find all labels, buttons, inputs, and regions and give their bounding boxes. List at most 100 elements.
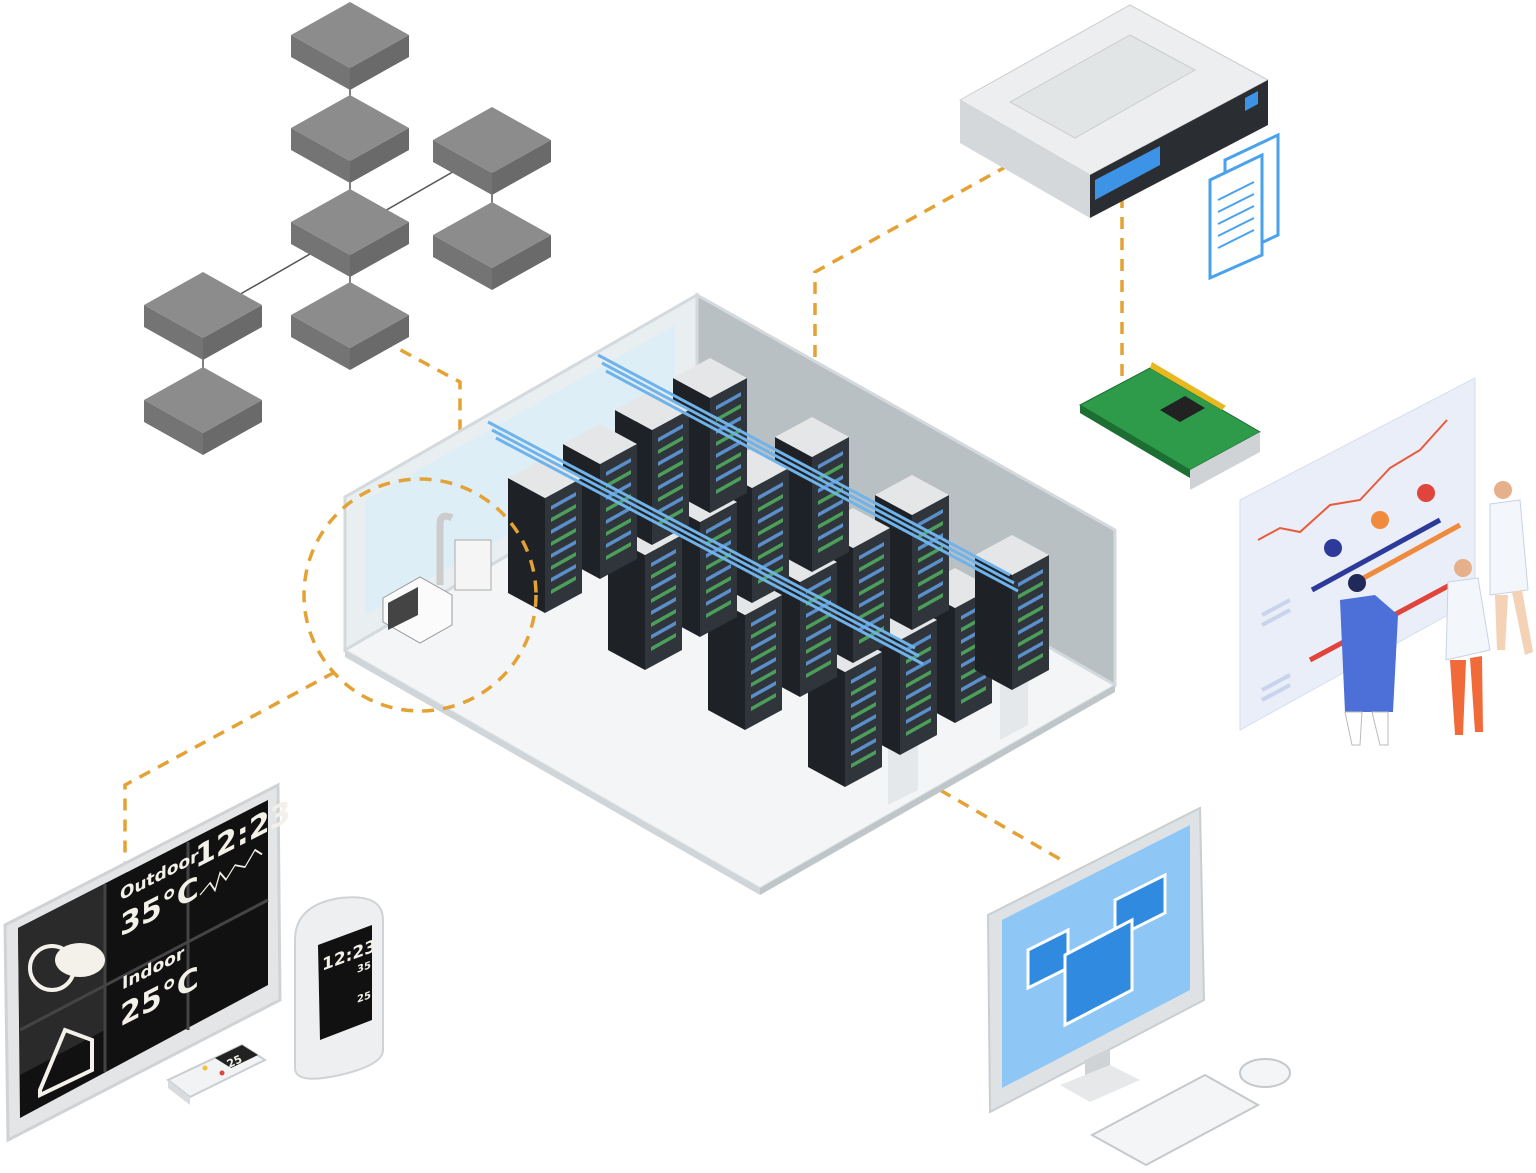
network-node [433, 107, 551, 195]
box-top-face [144, 367, 262, 433]
rack-led-strip [651, 561, 676, 579]
connector-room-tablet [123, 670, 336, 862]
rack-led-strip [658, 472, 683, 490]
server-rack [508, 458, 582, 613]
house-icon [38, 1027, 94, 1099]
rack-led-strip [851, 714, 876, 732]
rack-led-strip [851, 666, 876, 684]
wall-tablet: Outdoor 35°C 12:23 Indoor 25°C [3, 782, 290, 1143]
rack-led-strip [651, 621, 676, 639]
rack-led-strip [918, 509, 943, 527]
keyboard [1089, 1073, 1261, 1167]
server-unit [958, 4, 1270, 218]
rack-led-strip [651, 597, 676, 615]
thermostat-outdoor: 35 [357, 959, 371, 976]
thermostat: 12:23 35 25 [294, 896, 384, 1080]
rack-led-strip [551, 552, 576, 570]
rack-led-strip [806, 648, 831, 666]
rack-led-strip [751, 669, 776, 687]
connector-network-room [381, 338, 462, 432]
room-floor-edge [760, 685, 1115, 895]
network-node [291, 95, 409, 183]
rack-led-strip [606, 530, 631, 548]
rack-led-strip [906, 694, 931, 712]
rack-led-strip [851, 690, 876, 708]
rack-led-strip [658, 496, 683, 514]
rack-led-strip [918, 581, 943, 599]
tablet-grid-lines [19, 842, 269, 1072]
rack-led-strip [551, 492, 576, 510]
rack-led-strip [851, 738, 876, 756]
box-right-face [492, 235, 551, 290]
rack-led-strip [551, 576, 576, 594]
rack-led-strip [818, 499, 843, 517]
rack-led-strip [906, 658, 931, 676]
box-left-face [433, 235, 492, 290]
rack-led-strip [906, 682, 931, 700]
rack-led-strip [658, 436, 683, 454]
box-right-face [645, 535, 682, 670]
rack-led-strip [851, 678, 876, 696]
rack-led-strip [758, 542, 783, 560]
rack-led-strip [606, 506, 631, 524]
box-top-face [291, 2, 409, 68]
rack-led-strip [651, 633, 676, 651]
pie-chart [1324, 539, 1342, 557]
rack-led-strip [806, 660, 831, 678]
pie-chart [1417, 484, 1435, 502]
rack-led-strip [818, 535, 843, 553]
network-node [291, 2, 409, 90]
box-right-face [710, 378, 747, 513]
rack-led-strip [1018, 653, 1043, 671]
rack-led-strip [551, 504, 576, 522]
rack-led-strip [859, 542, 884, 560]
rack-led-strip [551, 540, 576, 558]
box-right-face [350, 35, 409, 90]
box-right-face [800, 562, 837, 697]
rack-led-strip [859, 590, 884, 608]
box-top-face [291, 189, 409, 255]
box-right-face [350, 128, 409, 183]
rack-led-strip [1018, 641, 1043, 659]
rack-led-strip [818, 451, 843, 469]
thermostat-indoor: 25 [357, 989, 371, 1006]
box-right-face [812, 437, 849, 572]
server-rack [808, 632, 882, 787]
server-rack [975, 535, 1049, 690]
rack-led-strip [716, 452, 741, 470]
network-node [144, 272, 262, 360]
box-left-face [291, 222, 350, 277]
rack-led-strip [818, 523, 843, 541]
rack-led-strip [1018, 617, 1043, 635]
rack-led-strip [751, 693, 776, 711]
rack-led-strip [606, 518, 631, 536]
box-top-face [875, 475, 949, 515]
desktop-monitor [986, 806, 1291, 1167]
box-right-face [900, 620, 937, 755]
pie-chart [1371, 511, 1389, 529]
box-right-face [545, 478, 582, 613]
air-conditioner [382, 512, 492, 644]
rack-led-strip [758, 506, 783, 524]
network-interface-card [1078, 362, 1262, 490]
rack-led-strip [706, 564, 731, 582]
box-top-face [144, 272, 262, 338]
rack-led-strip [1018, 629, 1043, 647]
sun-cloud-icon [28, 943, 105, 992]
box-right-face [912, 495, 949, 630]
rack-led-strip [706, 576, 731, 594]
rack-led-strip [818, 487, 843, 505]
rack-led-strip [758, 518, 783, 536]
rack-led-strip [906, 718, 931, 736]
box-right-face [203, 305, 262, 360]
box-right-face [350, 222, 409, 277]
network-node [291, 189, 409, 277]
rack-led-strip [906, 670, 931, 688]
overhead-cables [487, 353, 1019, 666]
box-left-face [144, 305, 203, 360]
box-left-face [433, 140, 492, 195]
rack-led-strip [859, 602, 884, 620]
rack-led-strip [961, 686, 986, 704]
box-right-face [350, 315, 409, 370]
waveform-icon [199, 848, 263, 896]
